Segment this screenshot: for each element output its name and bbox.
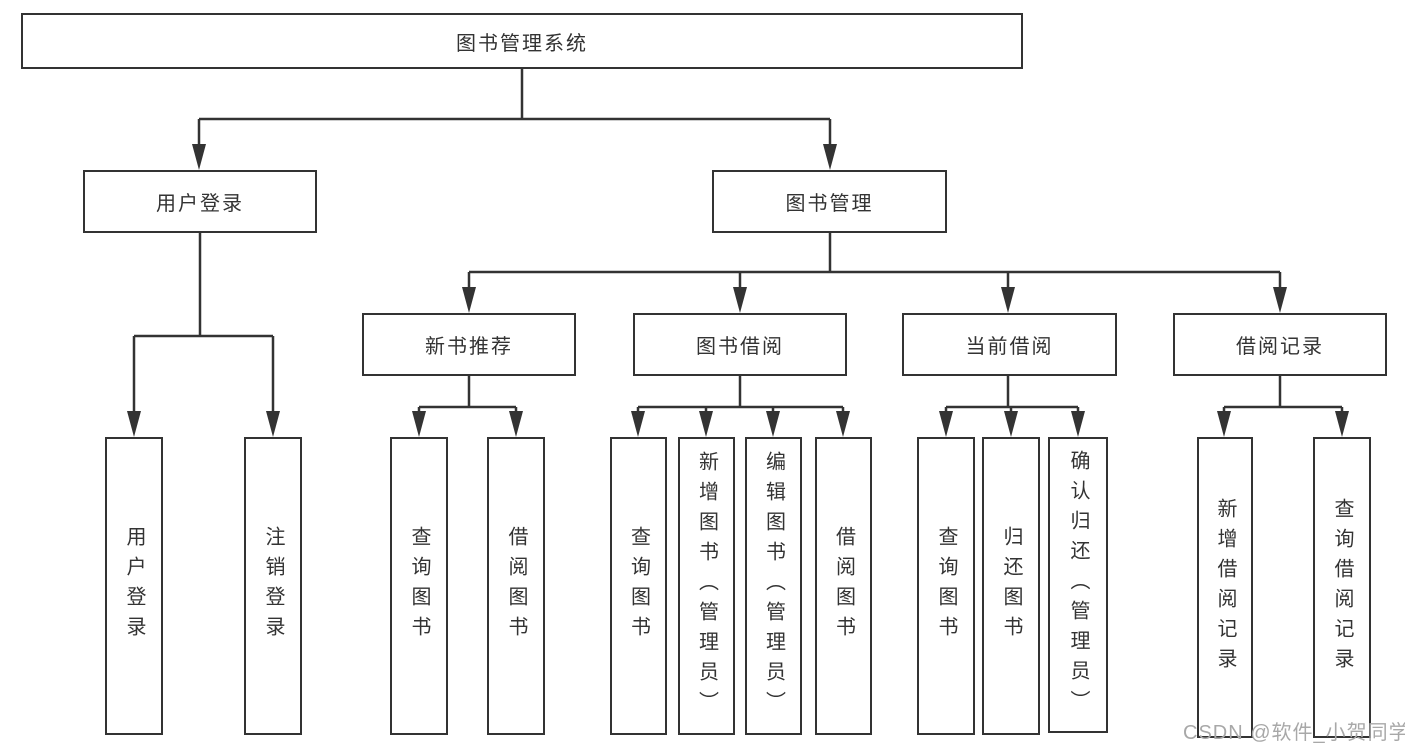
node-label: 用户登录: [123, 526, 145, 646]
node-label: 归还图书: [1000, 526, 1022, 646]
node-query-books-current: 查询图书: [917, 437, 975, 735]
node-label: 查询借阅记录: [1331, 497, 1353, 678]
node-label: 注销登录: [262, 526, 284, 646]
node-book-borrowing: 图书借阅: [633, 313, 847, 376]
node-label: 查询图书: [935, 526, 957, 646]
node-borrow-books-recommend: 借阅图书: [487, 437, 545, 735]
node-label: 确认归还（管理员）: [1067, 450, 1089, 720]
node-book-management: 图书管理: [712, 170, 947, 233]
connector-user-login: [132, 233, 275, 416]
csdn-watermark: CSDN @软件_小贺同学: [1183, 722, 1405, 744]
node-label: 查询图书: [408, 526, 430, 646]
node-return-books: 归还图书: [982, 437, 1040, 735]
node-user-login-leaf: 用户登录: [105, 437, 163, 735]
node-logout: 注销登录: [244, 437, 302, 735]
node-borrow-records: 借阅记录: [1173, 313, 1387, 376]
node-label: 新增借阅记录: [1214, 497, 1236, 678]
node-label: 借阅图书: [505, 526, 527, 646]
connector-new-book-recommend: [417, 376, 518, 416]
node-current-borrowing: 当前借阅: [902, 313, 1117, 376]
node-confirm-return-admin: 确认归还（管理员）: [1048, 437, 1108, 733]
node-add-books-admin: 新增图书（管理员）: [678, 437, 735, 735]
node-label: 查询图书: [627, 526, 650, 646]
node-root: 图书管理系统: [21, 13, 1023, 69]
node-edit-books-admin: 编辑图书（管理员）: [745, 437, 802, 735]
connector-book-management: [467, 233, 1282, 292]
node-user-login: 用户登录: [83, 170, 317, 233]
node-borrow-books-borrowing: 借阅图书: [815, 437, 872, 735]
node-query-books-recommend: 查询图书: [390, 437, 448, 735]
node-label: 编辑图书（管理员）: [762, 451, 785, 721]
node-label: 新增图书（管理员）: [695, 451, 718, 721]
connector-current-borrowing: [944, 376, 1080, 416]
node-new-book-recommend: 新书推荐: [362, 313, 576, 376]
connector-root: [197, 69, 832, 150]
node-query-books-borrowing: 查询图书: [610, 437, 667, 735]
connector-borrow-records: [1222, 376, 1344, 416]
node-query-borrow-record: 查询借阅记录: [1313, 437, 1371, 738]
node-add-borrow-record: 新增借阅记录: [1197, 437, 1253, 738]
node-label: 借阅图书: [832, 526, 855, 646]
connector-book-borrowing: [636, 376, 845, 416]
